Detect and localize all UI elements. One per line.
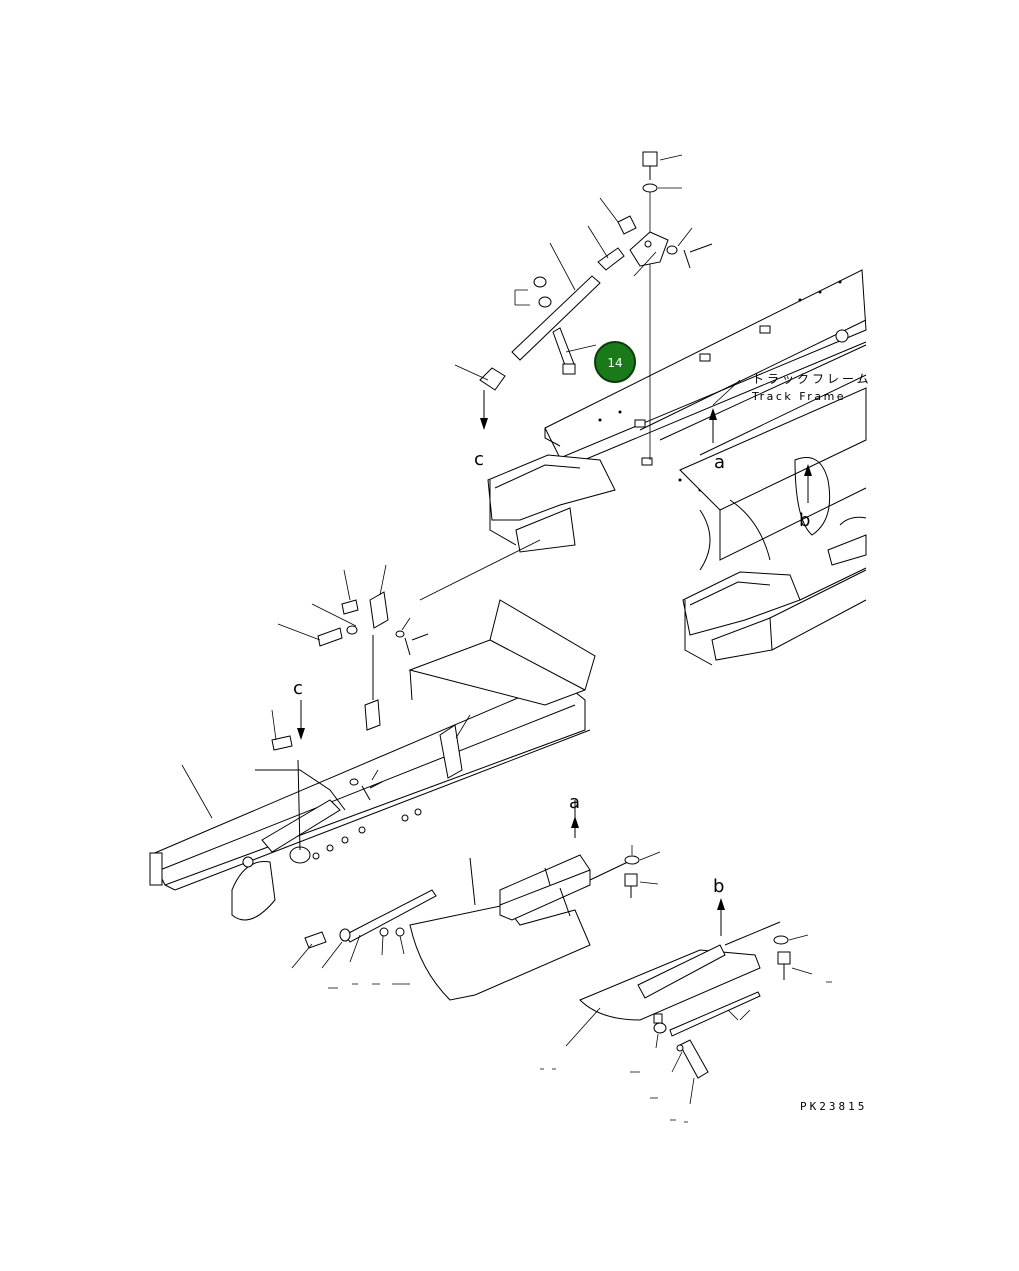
track-frame-label-jp: トラックフレーム	[752, 372, 872, 386]
track-frame-label-en: Track Frame	[751, 390, 846, 403]
track-frame-assembly	[487, 269, 867, 666]
figure-code: PK23815	[800, 1100, 867, 1113]
ref-c-top: c	[474, 449, 484, 470]
callout-circle	[594, 341, 636, 383]
ref-a-lower: a	[569, 792, 580, 813]
ref-b-lower: b	[713, 876, 724, 897]
bolt-row	[312, 808, 422, 860]
callout-number: 14	[607, 356, 622, 370]
ref-b-top: b	[799, 510, 810, 531]
ref-c-lower: c	[293, 678, 303, 699]
connector-line	[419, 539, 541, 601]
ref-a-top: a	[714, 452, 725, 473]
right-guard-plate	[540, 898, 832, 1123]
part-callout-14[interactable]: 14	[594, 341, 636, 383]
middle-guard-plate	[291, 800, 661, 1001]
lower-guard-assembly	[149, 564, 596, 921]
top-hardware	[454, 151, 812, 503]
